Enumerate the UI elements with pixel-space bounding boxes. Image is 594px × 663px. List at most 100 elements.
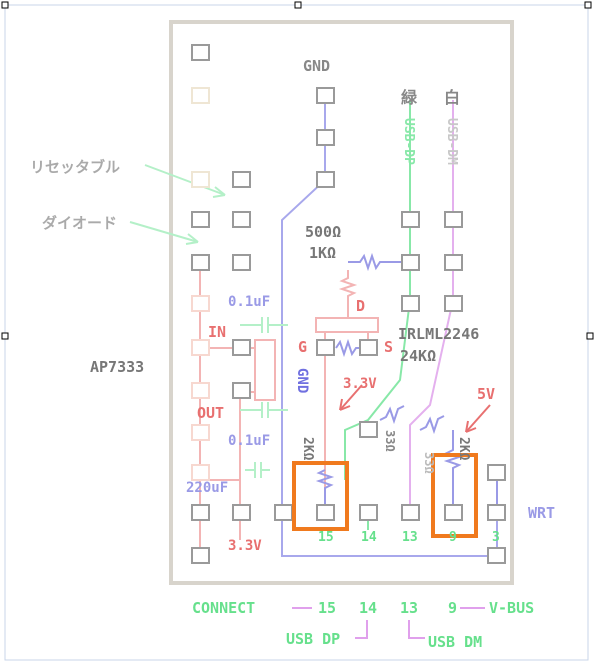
gnd-vertical-label: GND	[294, 368, 310, 393]
arrows	[129, 164, 491, 433]
v33-mid-label: 3.3V	[343, 376, 377, 392]
pad	[359, 339, 378, 356]
pad	[316, 87, 335, 104]
resettable-label: リセッタブル	[30, 158, 120, 176]
pad	[191, 382, 210, 399]
legend-vbus: V-BUS	[489, 599, 534, 617]
pad	[487, 547, 506, 564]
pad	[401, 295, 420, 312]
pad	[487, 504, 506, 521]
pad	[191, 44, 210, 61]
r24k-label: 24KΩ	[400, 347, 436, 365]
pad	[232, 504, 251, 521]
r33-label: 33Ω	[383, 430, 397, 452]
legend-pin15: 15	[318, 599, 336, 617]
legend-pin14: 14	[359, 599, 377, 617]
pad	[444, 211, 463, 228]
pad	[359, 421, 378, 438]
pad	[191, 464, 210, 481]
pad	[191, 339, 210, 356]
diode-label: ダイオード	[42, 214, 117, 232]
pin13-label: 13	[402, 530, 418, 545]
pin14-label: 14	[361, 530, 377, 545]
labels: GND 緑 白 USB-DP USB-DM リセッタブル ダイオード 500Ω …	[30, 57, 555, 554]
resize-handle-right[interactable]	[586, 332, 594, 340]
r33-right-label: 33Ω	[422, 452, 436, 474]
pad	[401, 211, 420, 228]
resistor-2k-left	[315, 469, 335, 512]
pad	[401, 254, 420, 271]
pad	[191, 547, 210, 564]
r2k-right-label: 2KΩ	[456, 437, 471, 461]
pad	[401, 504, 420, 521]
out-label: OUT	[197, 404, 224, 422]
pad	[274, 504, 293, 521]
gnd-wire	[281, 95, 498, 557]
mosfet-d-label: D	[356, 297, 365, 315]
pin15-label: 15	[318, 530, 334, 545]
legend-pin9: 9	[448, 599, 457, 617]
pad	[191, 295, 210, 312]
cap-top	[240, 317, 288, 333]
irlml-label: IRLML2246	[398, 325, 479, 343]
resistor-24k	[379, 405, 405, 425]
pad	[487, 464, 506, 481]
pad	[444, 295, 463, 312]
resistor-1k	[338, 270, 358, 300]
pad	[232, 254, 251, 271]
resize-handle-top-left[interactable]	[1, 1, 9, 9]
wrt-label: WRT	[528, 504, 555, 522]
legend-pin13: 13	[400, 599, 418, 617]
cap-220	[245, 462, 270, 478]
resistor-33-right	[443, 430, 463, 512]
pad	[232, 211, 251, 228]
resize-handle-top[interactable]	[294, 1, 302, 9]
connect-legend: CONNECT 15 14 13 9 V-BUS USB DP USB DM	[192, 599, 534, 651]
pad	[444, 254, 463, 271]
usb-dp-vertical-label: USB-DP	[401, 118, 416, 165]
r500-label: 500Ω	[305, 223, 341, 241]
cap-bottom	[240, 402, 288, 418]
legend-usb-dm: USB DM	[428, 633, 482, 651]
in-label: IN	[208, 323, 226, 341]
legend-connect: CONNECT	[192, 599, 255, 617]
highlight-box-left	[292, 461, 349, 531]
arrow-resettable	[144, 164, 226, 196]
arrow-5v	[465, 404, 491, 433]
pad	[191, 211, 210, 228]
cap-top-label: 0.1uF	[228, 294, 270, 310]
pad	[359, 504, 378, 521]
pad	[444, 504, 463, 521]
pin9-label: 9	[449, 530, 457, 545]
pad	[232, 171, 251, 188]
ap7333-label: AP7333	[90, 358, 144, 376]
v5-label: 5V	[477, 385, 495, 403]
pad	[191, 504, 210, 521]
resize-handle-left[interactable]	[1, 332, 9, 340]
pad	[191, 424, 210, 441]
r2k-left-label: 2KΩ	[300, 437, 315, 461]
gnd-top-label: GND	[303, 57, 330, 75]
pad	[316, 129, 335, 146]
pad	[191, 254, 210, 271]
pad	[316, 171, 335, 188]
pad	[191, 171, 210, 188]
green-wire-label: 緑	[401, 88, 418, 107]
v33-bottom-label: 3.3V	[228, 538, 262, 554]
highlight-box-right	[431, 453, 478, 538]
legend-usb-dp: USB DP	[286, 630, 340, 648]
mosfet-s-label: S	[384, 338, 393, 356]
pad	[191, 87, 210, 104]
arrow-diode	[129, 221, 199, 243]
pad	[232, 382, 251, 399]
pin3-label: 3	[492, 530, 500, 545]
usb-dm-vertical-label: USB-DM	[444, 118, 459, 165]
pad	[232, 339, 251, 356]
r1k-label: 1KΩ	[309, 244, 336, 262]
white-wire-label: 白	[444, 88, 460, 107]
cap-bottom-label: 0.1uF	[228, 433, 270, 449]
resistor-500	[348, 252, 410, 272]
resize-handle-top-right[interactable]	[584, 1, 592, 9]
